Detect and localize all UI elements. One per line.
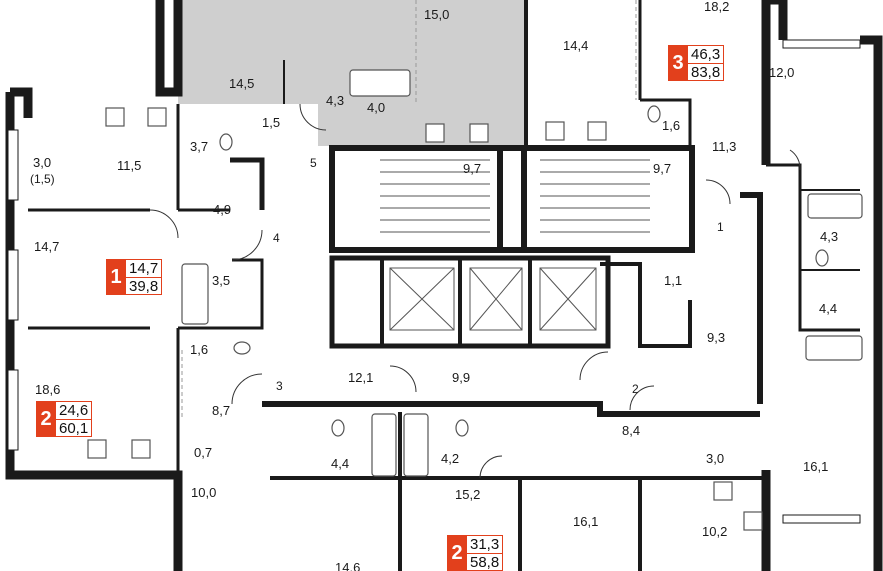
walls (5, 0, 883, 571)
room-label: 8,7 (212, 403, 231, 418)
room-label: 15,0 (424, 7, 450, 22)
room-label: 18,2 (704, 0, 730, 14)
room-label: 12,1 (348, 370, 374, 385)
room-label: 14,6 (335, 560, 361, 571)
badge-room-count: 2 (447, 535, 467, 571)
fixtures (87, 105, 829, 531)
room-label: 1,1 (664, 273, 683, 288)
room-label: 9,7 (463, 161, 482, 176)
room-label: 14,7 (34, 239, 60, 254)
room-label: 3,0 (706, 451, 725, 466)
room-label: 4,0 (367, 100, 386, 115)
room-label: 4,9 (213, 202, 232, 217)
room-label: (1,5) (30, 172, 55, 186)
room-label: 16,1 (803, 459, 829, 474)
room-label: 4 (273, 231, 280, 245)
room-label: 3 (276, 379, 283, 393)
room-label: 9,3 (707, 330, 726, 345)
room-label: 4,4 (819, 301, 838, 316)
room-label: 14,4 (563, 38, 589, 53)
badge-living-area: 31,3 (467, 536, 503, 554)
room-label: 9,9 (452, 370, 471, 385)
room-label: 10,0 (191, 485, 217, 500)
badge-total-area: 58,8 (470, 554, 500, 571)
badge-total-area: 60,1 (59, 420, 89, 437)
room-label: 5 (310, 156, 317, 170)
badge-living-area: 24,6 (56, 402, 92, 420)
room-label: 11,3 (712, 139, 737, 154)
elevator-shafts (389, 267, 597, 331)
room-label: 3,7 (190, 139, 209, 154)
room-label: 11,5 (117, 158, 142, 173)
windows (7, 39, 861, 524)
room-label: 0,7 (194, 445, 213, 460)
room-label: 1,6 (190, 342, 209, 357)
room-label: 12,0 (769, 65, 795, 80)
room-label: 1 (717, 220, 724, 234)
room-label: 2 (632, 382, 639, 396)
badge-total-area: 83,8 (691, 64, 721, 81)
badge-room-count: 3 (668, 45, 688, 81)
room-label: 1,5 (262, 115, 281, 130)
room-label: 4,2 (441, 451, 460, 466)
stair-treads (380, 159, 650, 233)
room-label: 3,5 (212, 273, 231, 288)
room-label: 4,4 (331, 456, 350, 471)
unshaded-cutout (178, 104, 318, 154)
room-label: 9,7 (653, 161, 672, 176)
room-label: 16,1 (573, 514, 599, 529)
room-label: 15,2 (455, 487, 481, 502)
bathtubs (181, 69, 863, 477)
room-label: 4,3 (326, 93, 345, 108)
badge-living-area: 46,3 (688, 46, 724, 64)
room-label: 1,6 (662, 118, 681, 133)
badge-living-area: 14,7 (126, 260, 162, 278)
room-label: 3,0 (33, 155, 52, 170)
room-label: 14,5 (229, 76, 255, 91)
door-swings (149, 103, 801, 479)
room-label: 10,2 (702, 524, 728, 539)
badge-room-count: 1 (106, 259, 126, 295)
room-label: 18,6 (35, 382, 61, 397)
room-label: 4,3 (820, 229, 839, 244)
zone-dividers (181, 0, 637, 420)
badge-room-count: 2 (36, 401, 56, 437)
room-label: 8,4 (622, 423, 641, 438)
badge-total-area: 39,8 (129, 278, 159, 295)
